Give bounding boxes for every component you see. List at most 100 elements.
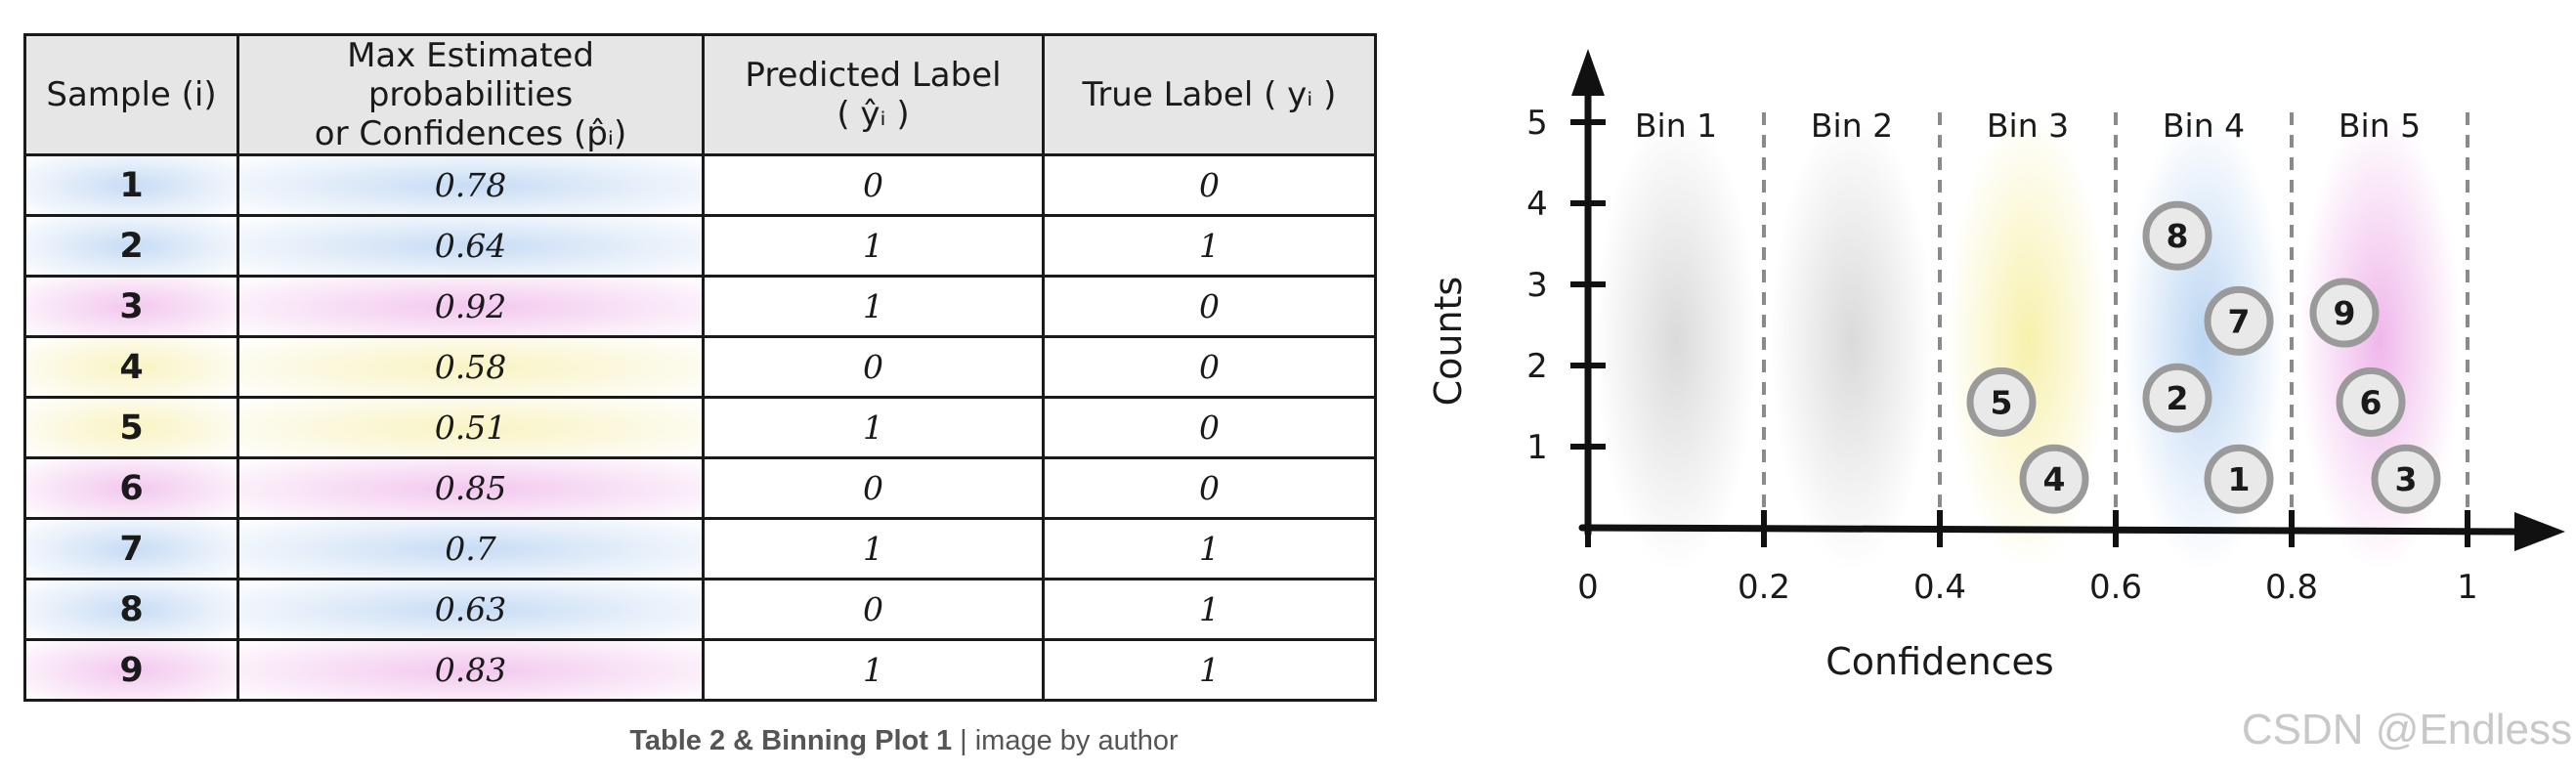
cell-true: 1 — [1042, 214, 1377, 278]
header-line: Sample (i) — [46, 75, 217, 114]
y-tick-label: 3 — [1526, 266, 1548, 305]
cell-sample: 1 — [23, 153, 239, 217]
point-label: 2 — [2167, 379, 2189, 417]
cell-confidence: 0.64 — [236, 214, 705, 278]
sample-point: 2 — [2142, 363, 2212, 433]
cell-true: 0 — [1042, 456, 1377, 520]
y-tick-label: 1 — [1526, 428, 1548, 467]
point-marker — [2019, 444, 2089, 514]
cell-sample: 3 — [23, 275, 239, 338]
cell-predicted: 0 — [702, 153, 1045, 217]
cell-true: 1 — [1042, 578, 1377, 641]
caption-rest: | image by author — [952, 725, 1179, 756]
sample-point: 1 — [2204, 444, 2274, 514]
x-axis-line — [1578, 524, 2530, 536]
y-axis-arrow — [1571, 49, 1605, 96]
cell-true: 0 — [1042, 153, 1377, 217]
cell-predicted: 1 — [702, 275, 1045, 338]
cell-predicted: 1 — [702, 638, 1045, 702]
cell-true: 1 — [1042, 638, 1377, 702]
bin-glow — [1595, 111, 1757, 572]
header-true-label: True Label ( yᵢ ) — [1042, 33, 1377, 156]
x-tick-label: 0.6 — [2089, 568, 2142, 607]
watermark: CSDN @Endless — [2241, 706, 2572, 753]
bin-label: Bin 1 — [1635, 107, 1717, 145]
bin-label: Bin 2 — [1811, 107, 1893, 145]
cell-sample: 9 — [23, 638, 239, 702]
header-predicted-label: Predicted Label( ŷᵢ ) — [702, 33, 1045, 156]
cell-true: 0 — [1042, 335, 1377, 399]
header-line: ( ŷᵢ ) — [837, 95, 910, 134]
x-tick-label: 0.8 — [2265, 568, 2318, 607]
y-tick-label: 2 — [1526, 347, 1548, 386]
figure-caption: Table 2 & Binning Plot 1 | image by auth… — [0, 725, 1808, 757]
x-tick-label: 0.2 — [1738, 568, 1790, 607]
bin-label: Bin 4 — [2163, 107, 2245, 145]
cell-true: 0 — [1042, 396, 1377, 459]
cell-sample: 8 — [23, 578, 239, 641]
point-label: 4 — [2043, 460, 2066, 498]
bin-label: Bin 3 — [1987, 107, 2069, 145]
x-axis-label: Confidences — [1825, 640, 2053, 683]
sample-point: 5 — [1966, 366, 2037, 437]
header-sample: Sample (i) — [23, 33, 239, 156]
point-marker — [1966, 366, 2037, 437]
bin-glow — [1947, 111, 2109, 572]
point-label: 9 — [2334, 294, 2356, 332]
sample-point: 8 — [2142, 200, 2212, 271]
cell-confidence: 0.85 — [236, 456, 705, 520]
cell-predicted: 1 — [702, 214, 1045, 278]
point-marker — [2204, 444, 2274, 514]
caption-bold: Table 2 & Binning Plot 1 — [629, 725, 953, 756]
sample-point: 3 — [2371, 444, 2441, 514]
points-layer: 1 2 3 4 5 6 7 8 9 — [1966, 200, 2441, 514]
cell-confidence: 0.83 — [236, 638, 705, 702]
cell-confidence: 0.63 — [236, 578, 705, 641]
header-line: Max Estimated probabilities — [347, 36, 594, 114]
point-marker — [2371, 444, 2441, 514]
y-axis-label: Counts — [1427, 277, 1470, 407]
sample-point: 9 — [2309, 278, 2380, 348]
sample-point: 6 — [2336, 366, 2406, 437]
point-marker — [2142, 363, 2212, 433]
point-marker — [2336, 366, 2406, 437]
point-label: 5 — [1991, 383, 2013, 421]
cell-predicted: 0 — [702, 456, 1045, 520]
cell-sample: 6 — [23, 456, 239, 520]
cell-predicted: 0 — [702, 578, 1045, 641]
point-marker — [2204, 285, 2274, 356]
cell-predicted: 1 — [702, 396, 1045, 459]
cell-confidence: 0.78 — [236, 153, 705, 217]
y-tick-label: 4 — [1526, 185, 1548, 224]
x-tick-label: 0 — [1577, 568, 1599, 607]
x-tick-label: 1 — [2457, 568, 2478, 607]
bin-glow — [2298, 111, 2461, 572]
cell-true: 1 — [1042, 517, 1377, 580]
point-label: 3 — [2395, 460, 2418, 498]
point-label: 1 — [2228, 460, 2251, 498]
header-line: Predicted Label — [745, 56, 1002, 95]
header-line: or Confidences (p̂ᵢ) — [314, 114, 627, 153]
point-marker — [2142, 200, 2212, 271]
cell-predicted: 0 — [702, 335, 1045, 399]
x-axis-arrow — [2514, 512, 2565, 551]
point-label: 6 — [2360, 383, 2383, 421]
cell-sample: 2 — [23, 214, 239, 278]
sample-point: 7 — [2204, 285, 2274, 356]
y-tick-label: 5 — [1526, 104, 1548, 143]
